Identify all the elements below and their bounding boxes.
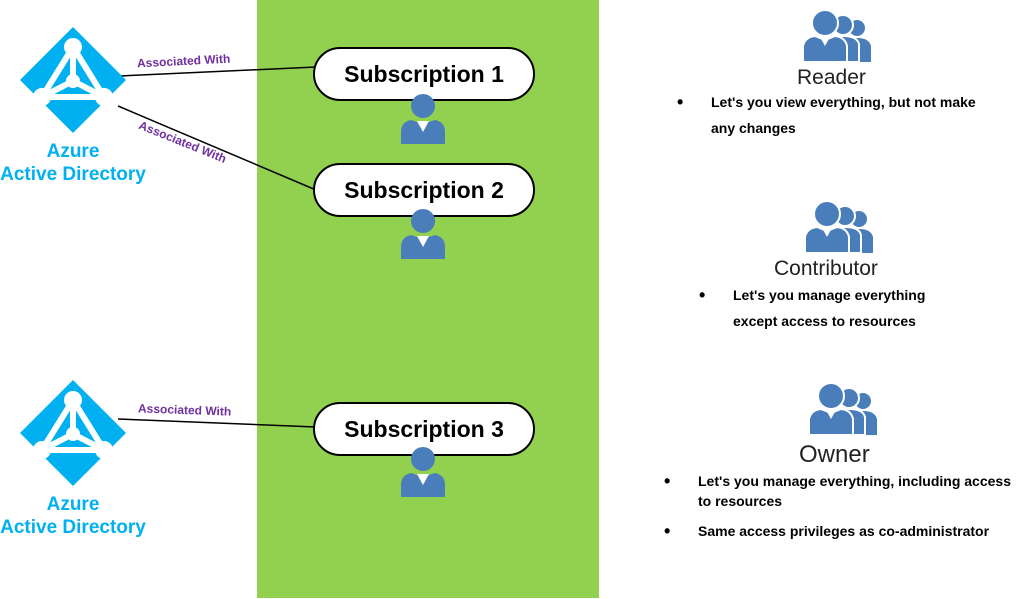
list-item: Let's you manage everything except acces… xyxy=(699,282,959,334)
subscription-label: Subscription 1 xyxy=(344,60,504,87)
subscription-label: Subscription 2 xyxy=(344,176,504,203)
role-list-reader: Let's you view everything, but not make … xyxy=(677,89,977,141)
azure-active-directory-icon xyxy=(20,380,126,486)
azure-ad-label-line1: Azure xyxy=(46,494,100,515)
list-item: Same access privileges as co-administrat… xyxy=(664,521,1020,541)
user-icon xyxy=(401,447,445,497)
user-icon xyxy=(401,94,445,144)
role-title-contributor: Contributor xyxy=(774,257,878,280)
user-group-icon xyxy=(808,382,877,436)
azure-ad-label-line1: Azure xyxy=(46,141,100,162)
association-line-2 xyxy=(117,105,317,191)
user-group-icon xyxy=(802,9,871,63)
azure-ad-label-line2: Active Directory xyxy=(0,164,146,185)
role-list-contributor: Let's you manage everything except acces… xyxy=(699,282,959,334)
association-line-1 xyxy=(119,66,317,77)
role-title-reader: Reader xyxy=(797,66,866,89)
subscription-box-3: Subscription 3 xyxy=(313,402,535,456)
subscription-label: Subscription 3 xyxy=(344,415,504,442)
association-line-3 xyxy=(117,418,317,428)
subscription-box-2: Subscription 2 xyxy=(313,163,535,217)
role-title-owner: Owner xyxy=(799,441,870,468)
azure-ad-block-1: Azure Active Directory xyxy=(0,25,146,186)
list-item: Let's you manage everything, including a… xyxy=(664,471,1020,511)
azure-ad-label-line2: Active Directory xyxy=(0,517,146,538)
azure-active-directory-icon xyxy=(20,27,126,133)
user-icon xyxy=(401,209,445,259)
list-item: Let's you view everything, but not make … xyxy=(677,89,977,141)
subscription-box-1: Subscription 1 xyxy=(313,47,535,101)
role-list-owner: Let's you manage everything, including a… xyxy=(664,471,1020,541)
azure-ad-block-2: Azure Active Directory xyxy=(0,378,146,539)
user-group-icon xyxy=(804,200,873,254)
